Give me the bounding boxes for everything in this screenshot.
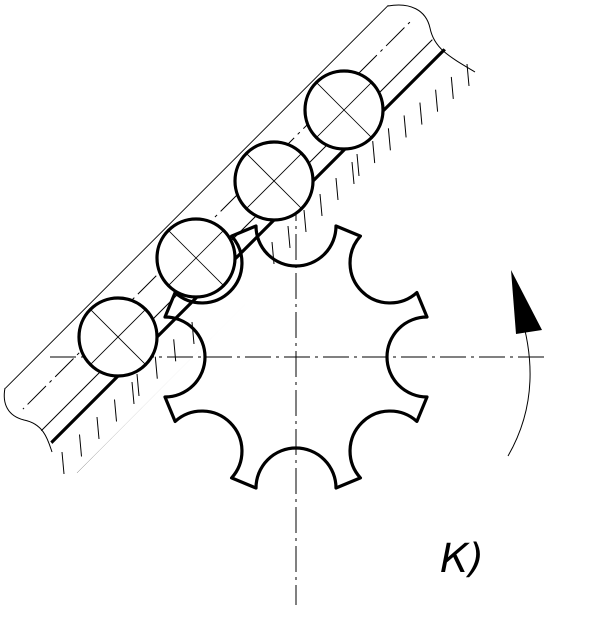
- hatch-line: [419, 102, 423, 125]
- ball-1: [77, 296, 159, 378]
- hatch-line: [335, 177, 339, 201]
- hatch-line: [191, 321, 195, 345]
- tube-axis-line: [5, 5, 441, 433]
- rotation-arrowhead: [511, 270, 542, 334]
- guide-tube: [3, 4, 476, 475]
- hatch-line: [79, 434, 82, 457]
- hatch-line: [387, 128, 391, 151]
- wall-hatching: [61, 63, 470, 475]
- ball-4: [303, 69, 385, 151]
- hatch-line: [287, 225, 291, 249]
- hatch-line: [114, 399, 117, 422]
- break-line-bottom: [3, 387, 53, 453]
- hatch-line: [435, 89, 439, 112]
- hatch-line: [173, 339, 177, 362]
- figure-label: К): [440, 536, 484, 582]
- hatch-line: [303, 209, 307, 233]
- hatch-line: [450, 76, 454, 99]
- hatch-line: [372, 141, 376, 164]
- hatch-line: [319, 193, 323, 217]
- hatch-line: [356, 153, 360, 177]
- ball-cross-line: [246, 153, 302, 209]
- ball-chain: [77, 69, 385, 378]
- tube-lower-wall: [58, 50, 475, 473]
- hatch-line: [154, 356, 158, 379]
- break-line-top: [387, 4, 476, 73]
- hatch-line: [403, 115, 407, 138]
- ball-2: [155, 217, 237, 299]
- hatch-line: [131, 381, 135, 405]
- hatch-line: [96, 416, 100, 440]
- rotation-arc: [507, 311, 531, 457]
- tube-inner-wall: [22, 6, 475, 472]
- sprocket-wheel: [163, 224, 429, 490]
- ball-3: [233, 140, 315, 222]
- tube-outer-wall: [5, 5, 422, 414]
- hatch-line: [351, 161, 355, 185]
- hatch-line: [136, 373, 140, 397]
- ball-cross-line: [90, 309, 146, 365]
- ball-cross-line: [316, 82, 372, 138]
- hatch-line: [61, 451, 65, 475]
- ball-cross-line: [168, 230, 224, 286]
